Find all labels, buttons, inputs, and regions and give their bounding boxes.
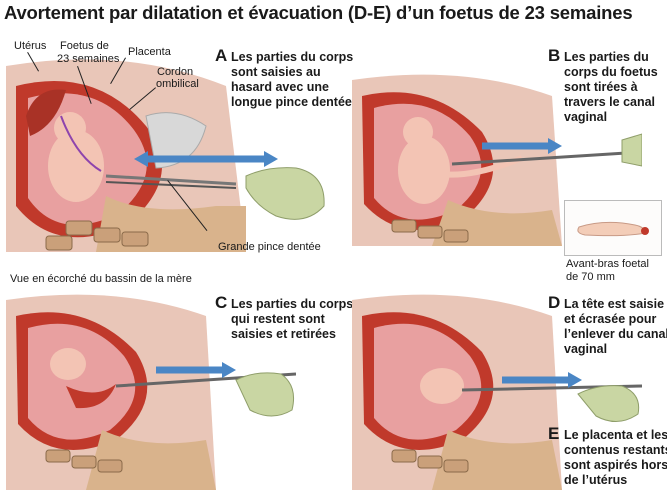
- step-d-line: et écrasée pour: [564, 312, 657, 326]
- gloved-hand: [235, 372, 295, 417]
- gloved-hand: [621, 133, 642, 167]
- step-e: E Le placenta et les contenus restants s…: [548, 424, 667, 493]
- step-d-line: La tête est saisie: [564, 297, 665, 311]
- step-e-line: de l’utérus: [564, 473, 628, 487]
- panel-b-illustration: [352, 70, 642, 246]
- label-uterus: Utérus: [14, 40, 47, 52]
- step-d-line: l’enlever du canal: [564, 327, 667, 341]
- step-a-line: Les parties du corps: [231, 50, 354, 64]
- forearm-shape: [577, 221, 646, 237]
- step-b-line: Les parties du: [564, 50, 649, 64]
- step-e-line: Le placenta et les: [564, 428, 667, 442]
- step-a-line: longue pince dentée: [231, 95, 352, 109]
- step-c-letter: C: [215, 293, 228, 312]
- step-c-line: Les parties du corps: [231, 297, 354, 311]
- label-placenta: Placenta: [128, 46, 171, 58]
- step-c-line: qui restent sont: [231, 312, 325, 326]
- step-d-letter: D: [548, 293, 561, 312]
- step-a-line: hasard avec une: [231, 80, 329, 94]
- step-e-line: contenus restants: [564, 443, 667, 457]
- fetus-shape: [48, 130, 104, 202]
- step-e-letter: E: [548, 424, 560, 443]
- label-cord-2: ombilical: [156, 78, 199, 90]
- step-d-line: vaginal: [564, 342, 608, 356]
- panel-c-illustration: [6, 290, 296, 490]
- step-a-letter: A: [215, 46, 228, 65]
- label-forearm-1: Avant-bras foetal: [566, 258, 649, 270]
- gloved-hand: [577, 385, 640, 422]
- step-a: A Les parties du corps sont saisies au h…: [215, 46, 353, 120]
- panel-d-illustration: [352, 290, 642, 490]
- gloved-hand: [245, 167, 325, 220]
- label-fetus-2: 23 semaines: [57, 53, 120, 65]
- placenta-shape: [26, 89, 66, 136]
- step-c-line: saisies et retirées: [231, 327, 336, 341]
- label-forceps: Grande pince dentée: [218, 241, 321, 253]
- step-b-line: vaginal: [564, 110, 608, 124]
- step-d: D La tête est saisie et écrasée pour l’e…: [548, 293, 667, 367]
- step-a-line: sont saisies au: [231, 65, 321, 79]
- step-e-line: sont aspirés hors: [564, 458, 667, 472]
- figure-title: Avortement par dilatation et évacuation …: [4, 2, 633, 23]
- step-c: C Les parties du corps qui restent sont …: [215, 293, 353, 347]
- forearm-inset: [564, 200, 662, 256]
- label-fetus-1: Foetus de: [60, 40, 109, 52]
- step-b: B Les parties du corps du foetus sont ti…: [548, 46, 666, 130]
- label-cord-1: Cordon: [157, 66, 194, 78]
- step-b-letter: B: [548, 46, 561, 65]
- step-b-line: travers le canal: [564, 95, 656, 109]
- label-forearm-2: de 70 mm: [566, 271, 615, 283]
- label-pelvis-view: Vue en écorché du bassin de la mère: [10, 273, 192, 285]
- step-b-line: sont tirées à: [564, 80, 638, 94]
- step-b-line: corps du foetus: [564, 65, 658, 79]
